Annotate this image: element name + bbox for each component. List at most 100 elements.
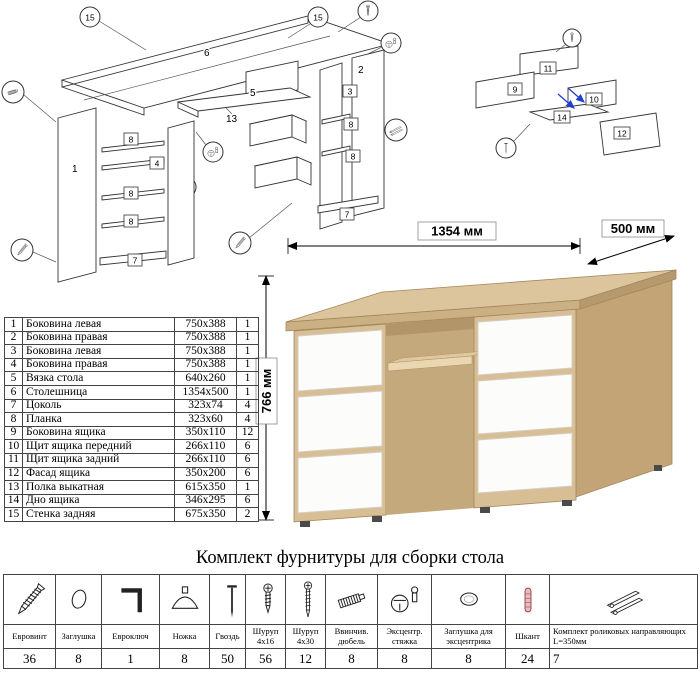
label-drawer-front: 10 xyxy=(585,92,603,106)
hardware-item-icon xyxy=(9,579,51,621)
label-plinth-right: 7 xyxy=(339,207,355,221)
hardware-icon-cell xyxy=(325,574,378,625)
svg-text:4: 4 xyxy=(155,159,160,169)
part-size: 640х260 xyxy=(174,371,237,386)
part-number: 4 xyxy=(4,357,23,373)
desktop-surface xyxy=(285,269,677,323)
label-side-right: 2 xyxy=(358,65,364,76)
hardware-item-icon xyxy=(507,579,549,621)
label-slide-4: 8 xyxy=(343,117,359,131)
hexkey-icon xyxy=(121,590,139,612)
part-row: 2 Боковина правая 750х388 1 xyxy=(4,330,259,346)
eurovint-icon xyxy=(15,583,44,615)
hardware-item-name: Шуруп 4х30 xyxy=(285,624,326,649)
part-row: 11 Щит ящика задний 266х110 6 xyxy=(4,452,259,468)
part-number: 9 xyxy=(4,425,23,441)
hardware-item-icon xyxy=(448,579,490,621)
part-row: 10 Щит ящика передний 266х110 6 xyxy=(4,439,259,454)
part-row: 13 Полка выкатная 615х350 1 xyxy=(4,480,259,495)
part-size: 266х110 xyxy=(174,439,237,454)
svg-text:11: 11 xyxy=(544,64,553,74)
hardware-item-qty: 7 xyxy=(549,648,698,669)
hardware-item-name: Ввинчив. дюбель xyxy=(325,624,378,649)
part-row: 1 Боковина левая 750х388 1 xyxy=(4,317,259,332)
hardware-item-icon xyxy=(287,579,326,621)
part-size: 350х200 xyxy=(174,466,237,482)
screw-long-icon xyxy=(304,581,311,616)
hardware-icon-cell xyxy=(431,574,506,625)
part-size: 750х388 xyxy=(174,330,237,346)
hardware-kit-table: Евровинт Заглушка Евроключ Ножка Гвоздь … xyxy=(3,574,698,669)
drawer-exploded-diagram: 11 9 10 14 12 xyxy=(475,28,661,159)
label-side-inner: 3 xyxy=(342,84,358,98)
part-row: 7 Цоколь 323х74 4 xyxy=(4,398,259,414)
part-size: 323х74 xyxy=(174,398,237,414)
part-name: Щит ящика передний xyxy=(22,439,175,454)
part-number: 7 xyxy=(4,398,23,414)
part-name: Фасад ящика xyxy=(22,466,175,482)
part-qty: 1 xyxy=(236,344,259,359)
callout-cam xyxy=(359,32,402,59)
drawer-front xyxy=(477,314,573,376)
part-name: Полка выкатная xyxy=(22,480,175,495)
roller-slides-icon xyxy=(607,591,642,614)
part-number: 14 xyxy=(4,493,23,509)
cap-icon xyxy=(70,588,88,609)
desk-dimensions: 1354 мм 500 мм 766 мм xyxy=(255,219,675,521)
part-name: Дно ящика xyxy=(22,493,175,509)
hardware-item-icon xyxy=(604,579,646,621)
hardware-icon-cell xyxy=(3,574,56,625)
svg-text:3: 3 xyxy=(348,87,353,97)
desk-body xyxy=(285,269,677,527)
part-row: 5 Вязка стола 640х260 1 xyxy=(4,371,259,386)
parts-list-body: 1 Боковина левая 750х388 1 2 Боковина пр… xyxy=(4,317,259,522)
height-dimension: 766 мм xyxy=(259,369,274,414)
part-name: Вязка стола xyxy=(22,371,175,386)
part-number: 5 xyxy=(4,371,23,386)
svg-text:8: 8 xyxy=(349,120,354,130)
part-qty: 4 xyxy=(236,412,259,427)
threaded-dowel-icon xyxy=(338,592,365,607)
desk-right-side xyxy=(575,278,673,498)
label-back-panel-right: 15 xyxy=(287,6,329,39)
middle-parts xyxy=(176,60,312,118)
part-name: Боковина левая xyxy=(22,344,175,359)
hardware-item-name: Заглушка для эксцентрика xyxy=(431,624,506,649)
part-number: 1 xyxy=(4,317,23,332)
part-size: 675х350 xyxy=(174,507,237,522)
hardware-item-icon xyxy=(211,579,246,621)
part-name: Боковина правая xyxy=(22,330,175,346)
hardware-icon-cell xyxy=(285,574,326,625)
hardware-icons-row xyxy=(3,574,698,625)
part-size: 615х350 xyxy=(174,480,237,495)
svg-text:8: 8 xyxy=(129,135,134,145)
hardware-icon-cell xyxy=(55,574,102,625)
cam-cap-icon xyxy=(460,593,477,605)
hardware-item-icon xyxy=(58,579,100,621)
part-qty: 1 xyxy=(236,480,259,495)
leg-icon xyxy=(172,586,197,607)
hardware-item-name: Заглушка xyxy=(55,624,102,649)
hardware-icon-cell xyxy=(245,574,286,625)
part-number: 6 xyxy=(4,384,23,400)
hardware-item-qty: 1 xyxy=(101,648,160,669)
svg-text:8: 8 xyxy=(129,217,134,227)
part-size: 346х295 xyxy=(174,493,237,509)
callout-threaded-dowel xyxy=(1,80,57,123)
hardware-icon-cell xyxy=(209,574,246,625)
label-plank: 4 xyxy=(149,156,165,170)
part-name: Боковина ящика xyxy=(22,425,175,441)
part-number: 8 xyxy=(4,412,23,427)
svg-text:7: 7 xyxy=(133,256,138,266)
hardware-item-qty: 12 xyxy=(285,648,326,669)
hardware-kit-heading: Комплект фурнитуры для сборки стола xyxy=(195,548,505,568)
part-name: Щит ящика задний xyxy=(22,452,175,468)
screw-short-icon xyxy=(264,583,272,611)
label-tray: 13 xyxy=(226,114,238,125)
hardware-item-qty: 56 xyxy=(245,648,286,669)
callout-eurovint-left xyxy=(10,238,57,263)
part-number: 15 xyxy=(4,507,23,522)
label-plinth-left: 7 xyxy=(127,253,143,267)
part-name: Боковина правая xyxy=(22,357,175,373)
